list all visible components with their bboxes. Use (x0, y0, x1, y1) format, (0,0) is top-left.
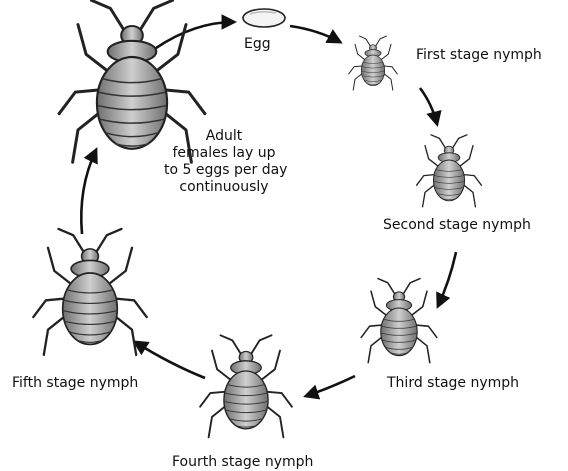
fifth-stage-nymph-label: Fifth stage nymph (12, 375, 138, 392)
arrow-egg-to-first (290, 26, 340, 42)
arrow-second-to-third (438, 252, 456, 306)
second-stage-nymph-label: Second stage nymph (383, 217, 531, 234)
third-stage-nymph-illustration (361, 279, 437, 363)
third-stage-nymph-label: Third stage nymph (387, 375, 519, 392)
adult-caption-line-3: to 5 eggs per day (164, 162, 284, 179)
fourth-stage-nymph-label: Fourth stage nymph (172, 454, 313, 471)
adult-caption-line-1: Adult (164, 128, 284, 145)
fourth-stage-nymph-illustration (200, 335, 292, 437)
adult-caption: Adult females lay up to 5 eggs per day c… (164, 128, 284, 196)
second-stage-nymph-illustration (417, 135, 482, 207)
fifth-stage-nymph-illustration (33, 229, 146, 355)
first-stage-nymph-label: First stage nymph (416, 47, 542, 64)
first-stage-nymph-illustration (349, 36, 398, 90)
adult-caption-line-4: continuously (164, 179, 284, 196)
egg-label: Egg (244, 36, 271, 53)
arrow-fifth-to-adult (81, 150, 96, 234)
adult-caption-line-2: females lay up (164, 145, 284, 162)
arrow-first-to-second (420, 88, 437, 124)
arrow-adult-to-egg (156, 22, 234, 48)
arrow-fourth-to-fifth (135, 342, 205, 378)
arrow-third-to-fourth (306, 376, 355, 396)
